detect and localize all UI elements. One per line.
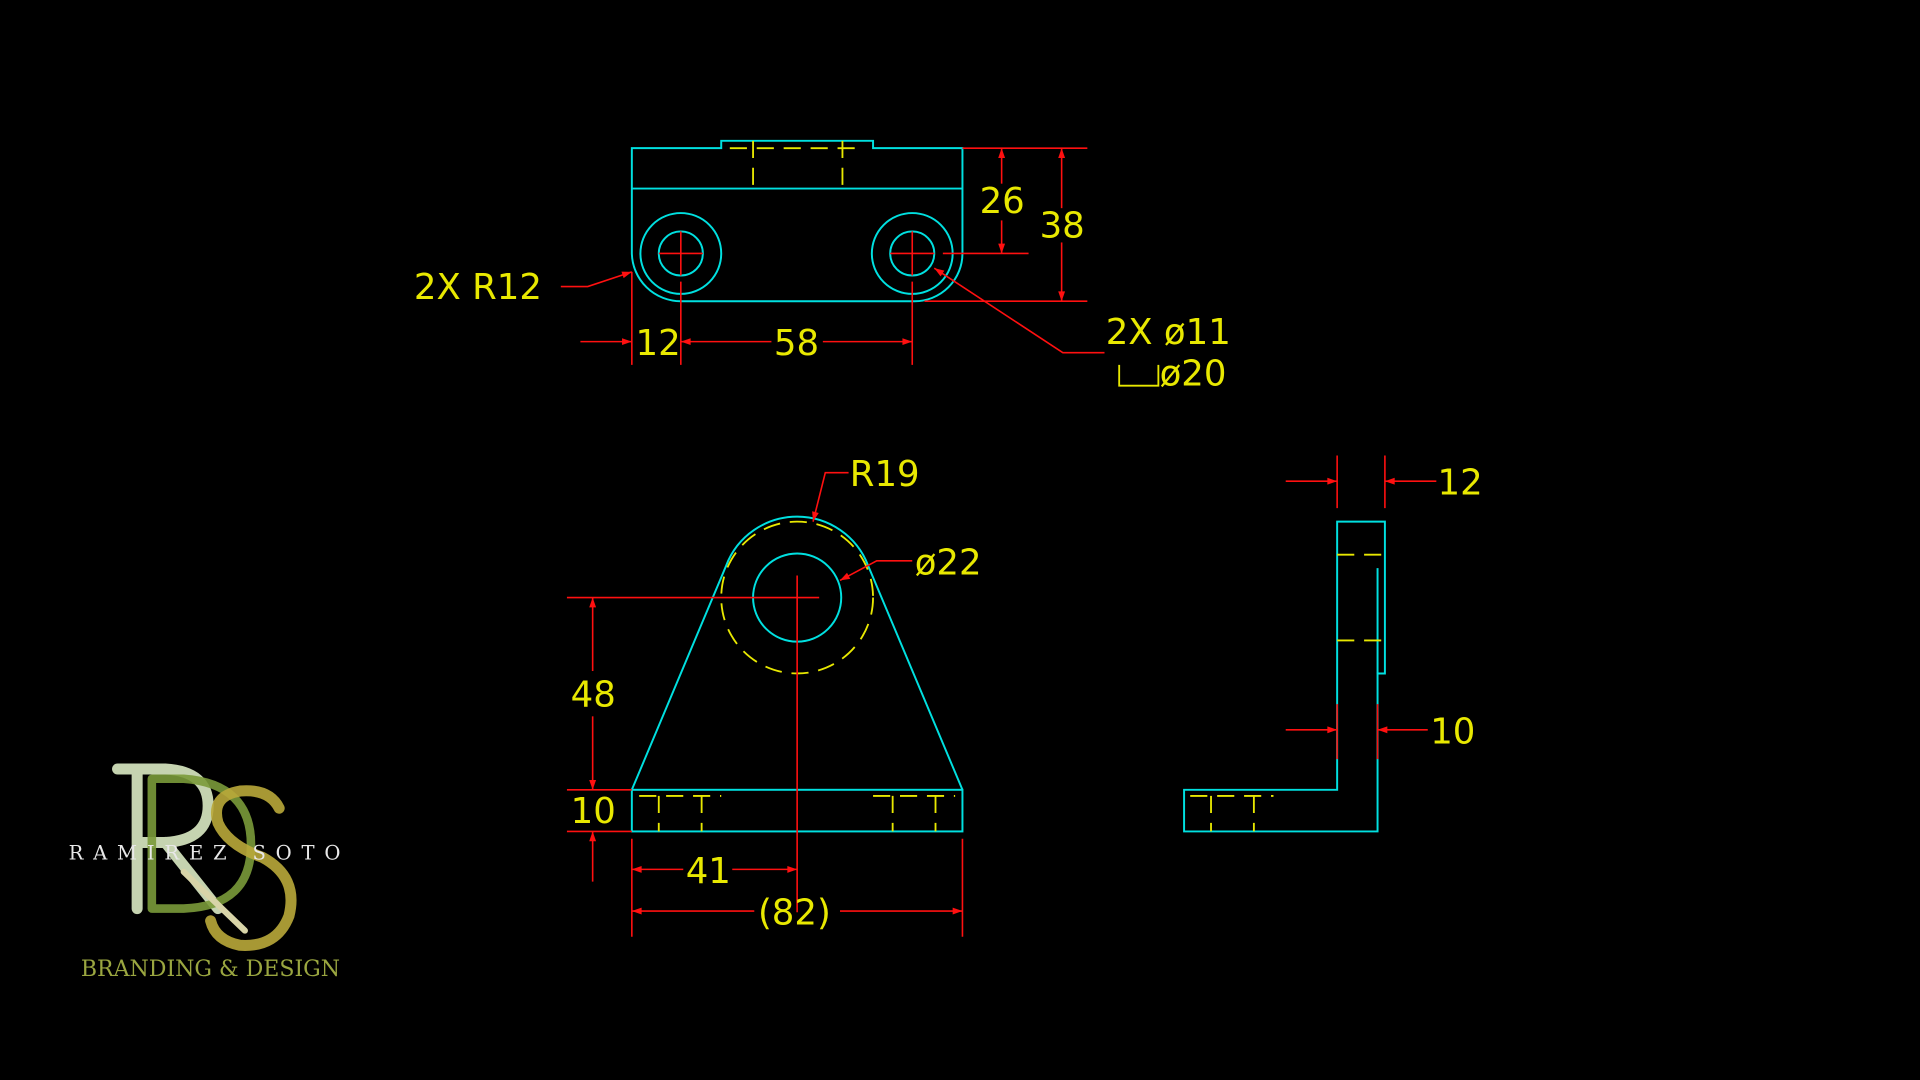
logo-name: RAMIREZ SOTO [69,842,351,865]
radius-note-r12: 2X R12 [414,267,542,308]
counterbore-symbol [1118,364,1160,387]
dim-10-front: 10 [571,791,616,832]
dim-38: 38 [1040,206,1085,247]
side-view: 12 10 [1183,455,1483,833]
front-view: R19 ø22 48 10 41 (82) [566,454,982,937]
dim-48: 48 [571,675,616,716]
top-view: 26 38 12 58 2X R12 2X ø11 ø20 [414,139,1231,395]
dim-41: 41 [686,851,731,892]
brand-logo: RAMIREZ SOTO BRANDING & DESIGN [69,763,351,982]
dim-12-top: 12 [636,323,681,364]
dim-26: 26 [980,181,1025,222]
counterbore-note: ø20 [1160,354,1227,395]
dim-12-side: 12 [1438,463,1483,504]
dim-82: (82) [758,892,831,933]
dim-10-side: 10 [1430,711,1475,752]
dim-58: 58 [774,323,819,364]
radius-note-r19: R19 [850,454,920,495]
hole-note: 2X ø11 [1106,312,1231,353]
bore-note: ø22 [915,542,982,583]
logo-tagline: BRANDING & DESIGN [81,957,340,982]
logo-monogram-graphic [112,763,297,951]
